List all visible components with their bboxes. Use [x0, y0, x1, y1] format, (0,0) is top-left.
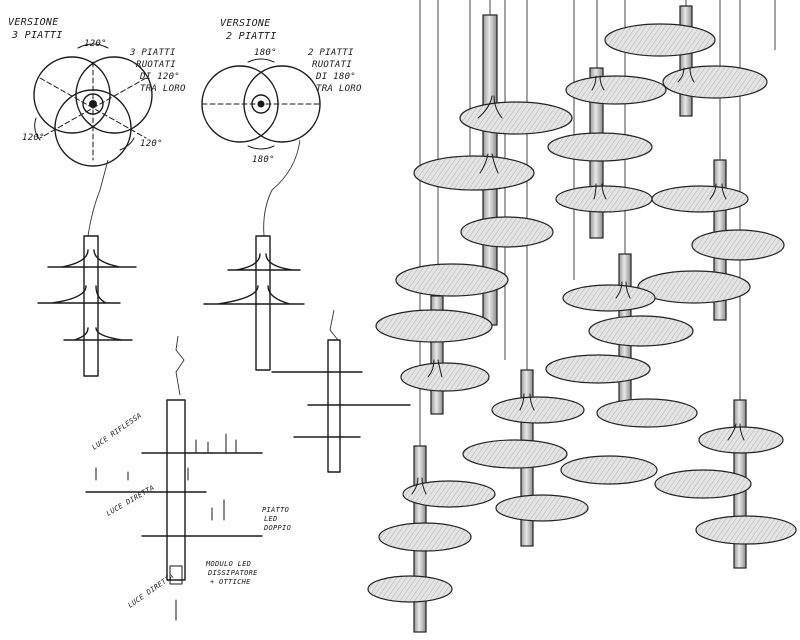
label-modulo-line3: + OTTICHE — [210, 578, 251, 586]
version2-title-line2: 2 PIATTI — [226, 31, 277, 42]
version2-title-line1: VERSIONE — [220, 18, 271, 29]
label-modulo-line1: MODULO LED — [205, 560, 251, 568]
angle-label-120-left: 120° — [22, 133, 45, 143]
version3-note-line1: 3 PIATTI — [129, 48, 176, 58]
label-luce-diretta: LUCE DIRETTA — [105, 484, 156, 518]
plan-view-2-plates — [201, 58, 321, 150]
version2-note-line2: RUOTATI — [312, 60, 352, 70]
version2-note-line1: 2 PIATTI — [308, 48, 354, 58]
angle-label-180-top: 180° — [254, 48, 277, 58]
version3-title-line2: 3 PIATTI — [11, 30, 63, 41]
label-piatto-led-line2: LED — [264, 515, 278, 523]
version3-note-line4: TRA LORO — [140, 84, 186, 94]
version3-note-line3: DI 120° — [139, 72, 180, 82]
pendant-cluster — [367, 0, 797, 633]
label-piatto-led-line3: DOPPIO — [263, 524, 291, 532]
label-luce-diretta-2: LUCE DIRETTA — [127, 572, 176, 610]
side-elevation — [271, 309, 411, 473]
section-drawing — [85, 335, 263, 621]
label-piatto-led-line1: PIATTO — [262, 506, 289, 514]
elevation-3-plates — [37, 159, 137, 377]
angle-label-120-top: 120° — [84, 39, 107, 49]
angle-label-180-bottom: 180° — [252, 155, 275, 165]
plan-view-3-plates — [33, 43, 153, 167]
version2-note-line4: TRA LORO — [316, 84, 362, 94]
version2-note-line3: DI 180° — [315, 72, 356, 82]
version3-title-line1: VERSIONE — [8, 17, 59, 28]
label-modulo-line2: DISSIPATORE — [207, 569, 258, 577]
angle-label-120-right: 120° — [140, 139, 163, 149]
elevation-2-plates — [203, 139, 305, 371]
label-luce-riflessa: LUCE RIFLESSA — [91, 411, 144, 451]
version3-note-line2: RUOTATI — [136, 60, 176, 70]
